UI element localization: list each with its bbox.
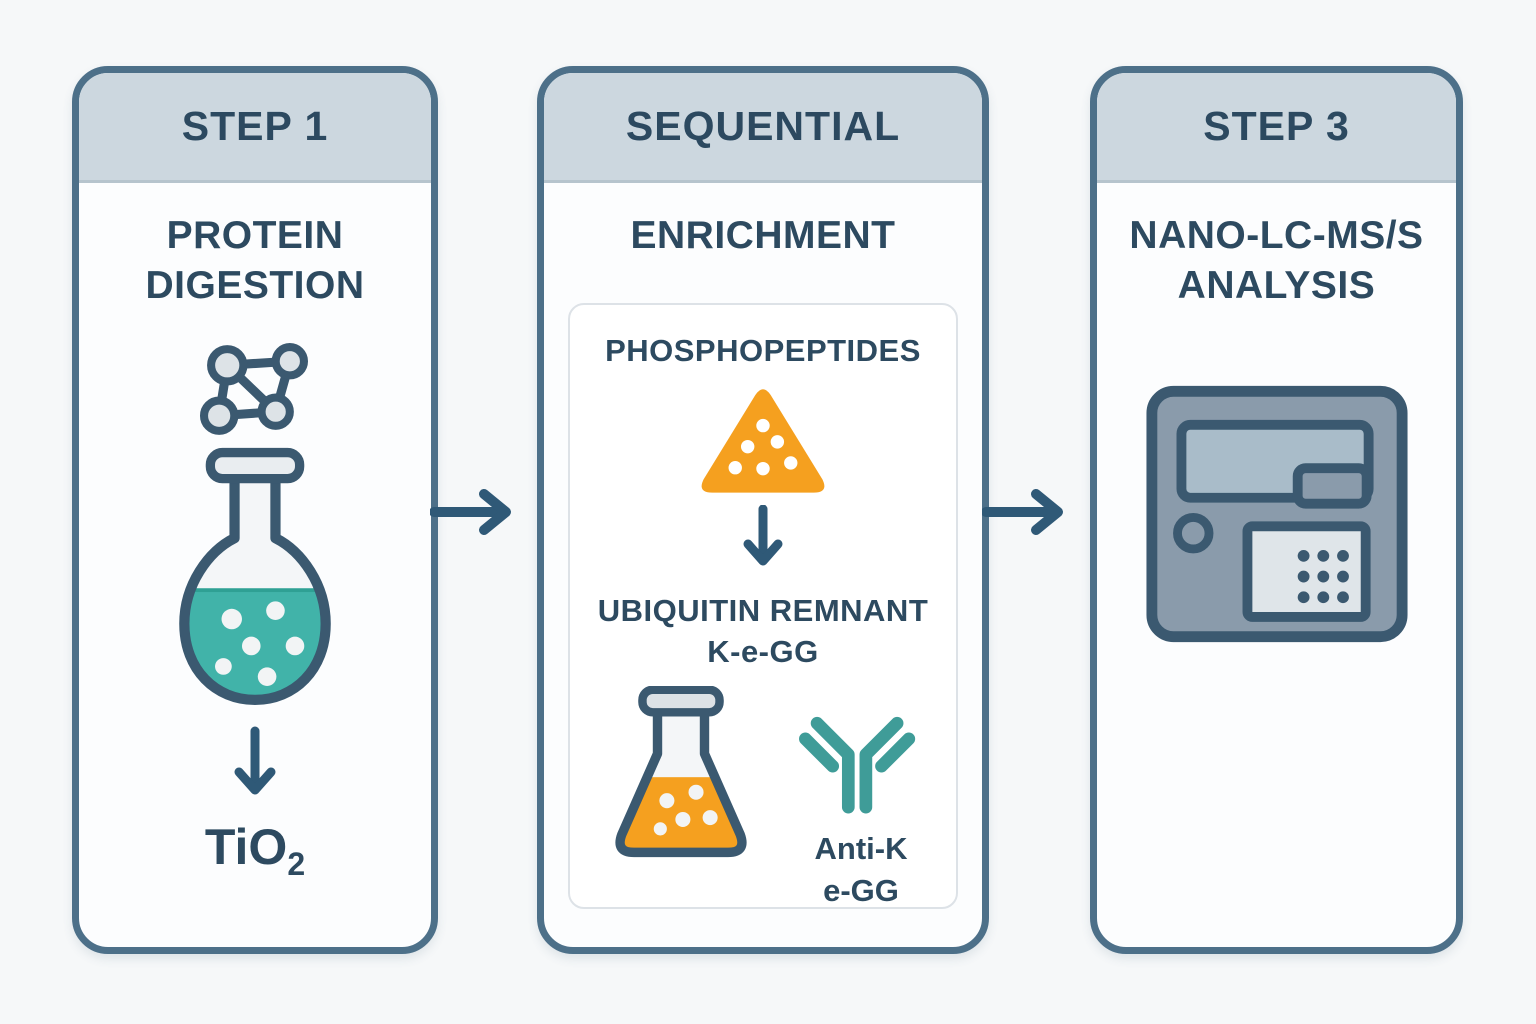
step1-title-line2: DIGESTION [145, 263, 365, 307]
sequential-header-label: SEQUENTIAL [625, 103, 901, 149]
panel-step1-header: STEP 1 [79, 73, 431, 183]
phosphopeptide-triangle-icon [696, 381, 830, 497]
ubiquitin-line1: UBIQUITIN REMNANT [597, 593, 929, 629]
step1-title-line1: PROTEIN [166, 214, 344, 257]
antibody-group: Anti-K e-GG [797, 692, 925, 912]
antibody-icon [799, 716, 916, 814]
right-arrow-icon [429, 484, 526, 545]
step3-header-label: STEP 3 [1203, 103, 1350, 149]
step1-title: PROTEIN DIGESTION [145, 211, 364, 311]
panel-step1: STEP 1 PROTEIN DIGESTION [72, 66, 438, 954]
ubiquitin-line2: K-e-GG [707, 633, 819, 669]
panel-sequential: SEQUENTIAL ENRICHMENT PHOSPHOPEPTIDES [537, 66, 989, 954]
step3-title: NANO-LC-MS/S ANALYSIS [1129, 211, 1423, 311]
tio2-label: TiO2 [205, 818, 305, 883]
peptide-molecule-icon [186, 337, 324, 443]
anti-kegg-line1: Anti-K [814, 830, 908, 866]
ubiquitin-remnant-label: UBIQUITIN REMNANT K-e-GG [598, 591, 929, 672]
panel-step3: STEP 3 NANO-LC-MS/S ANALYSIS [1090, 66, 1463, 954]
panel-step3-header: STEP 3 [1097, 73, 1456, 183]
tio2-subscript: 2 [287, 845, 306, 882]
tio2-base: TiO [204, 818, 288, 875]
down-arrow-icon [743, 505, 783, 579]
anti-kegg-label: Anti-K e-GG [815, 828, 908, 912]
panel-sequential-header: SEQUENTIAL [544, 73, 982, 183]
step1-header-label: STEP 1 [181, 103, 329, 149]
erlenmeyer-flask-icon [601, 685, 761, 874]
phosphopeptides-label: PHOSPHOPEPTIDES [605, 332, 921, 368]
enrichment-card: PHOSPHOPEPTIDES [568, 302, 958, 912]
down-arrow-icon [233, 726, 277, 810]
enrichment-title: ENRICHMENT [630, 214, 896, 257]
step3-title-line2: ANALYSIS [1177, 263, 1376, 307]
step3-title-line1: NANO-LC-MS/S [1129, 214, 1424, 257]
right-arrow-icon [981, 484, 1078, 545]
anti-kegg-line2: e-GG [823, 872, 899, 908]
round-bottom-flask-icon [161, 447, 349, 712]
mass-spectrometer-icon [1144, 383, 1410, 645]
enrichment-icons-row: Anti-K e-GG [601, 685, 925, 912]
